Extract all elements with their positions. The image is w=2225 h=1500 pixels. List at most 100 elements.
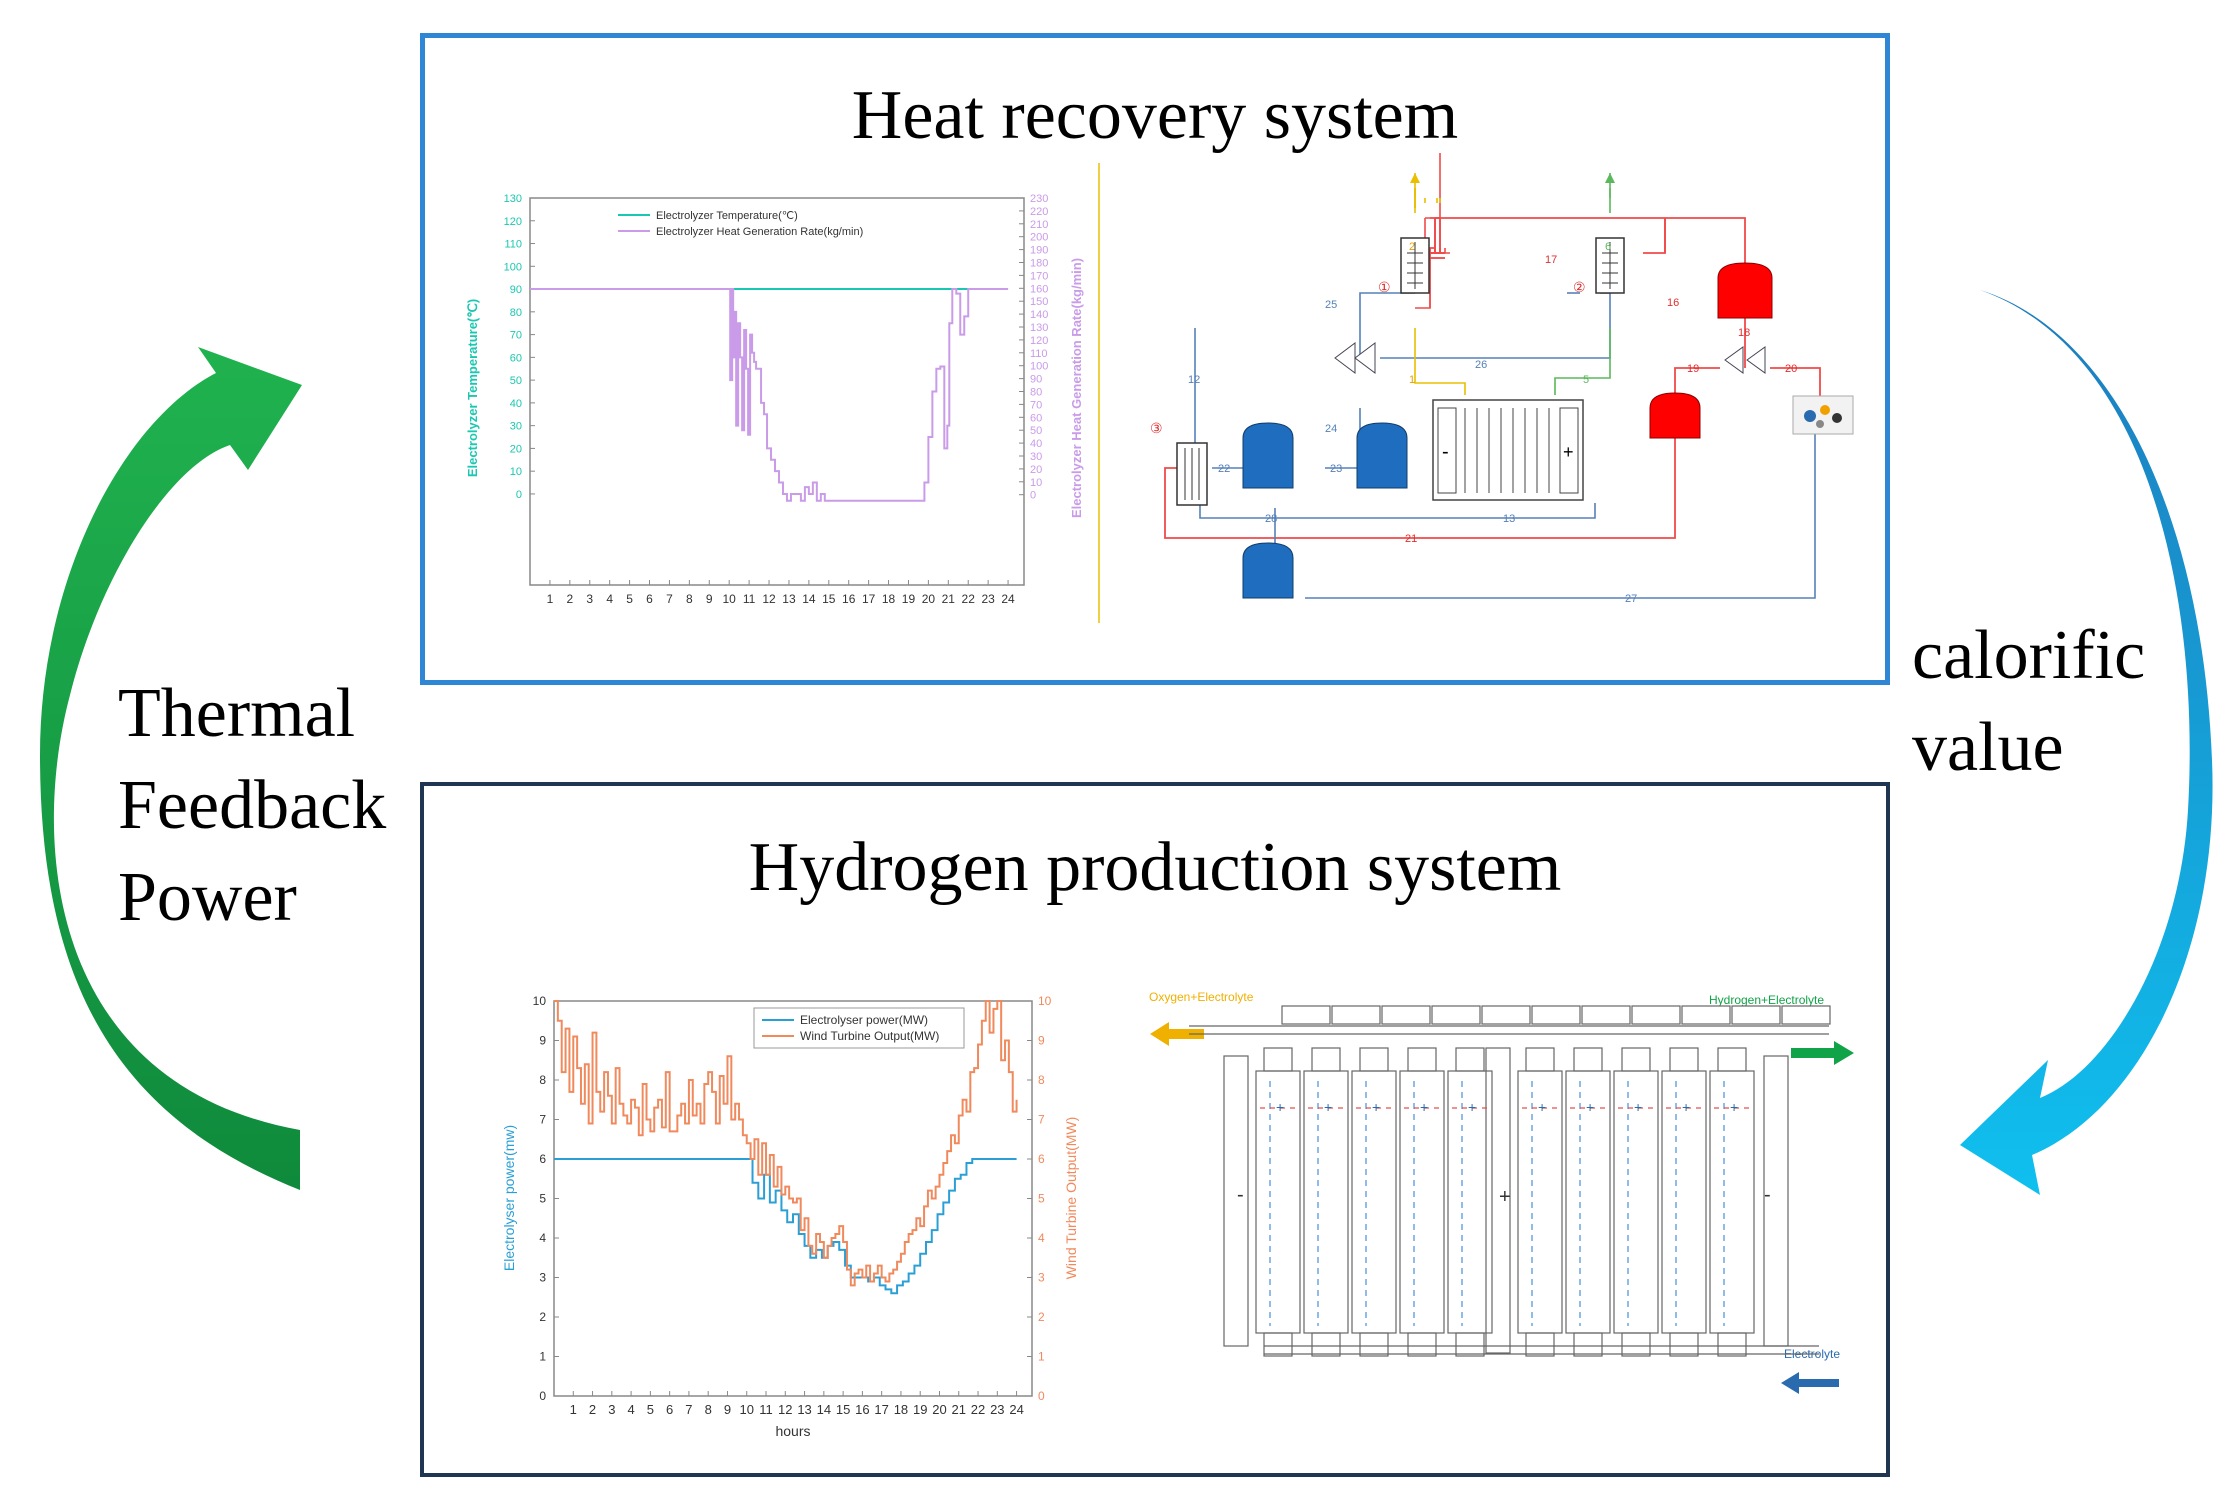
y2-tick-label: 190: [1030, 245, 1048, 257]
x-tick-label: 15: [836, 1402, 850, 1417]
x-tick-label: 23: [981, 592, 995, 606]
y2-tick-label: 90: [1030, 374, 1042, 386]
chart2-ylabel: Electrolyser power(mw): [501, 1125, 517, 1271]
y2-tick-label: 2: [1038, 1310, 1045, 1324]
cell-top-cap: [1621, 1047, 1651, 1072]
cell-plus-sign: +: [1730, 1099, 1738, 1115]
stream-26: 26: [1475, 359, 1487, 371]
end-plate-left: [1223, 1055, 1249, 1347]
y2-tick-label: 210: [1030, 219, 1048, 231]
y-tick-label: 20: [510, 443, 522, 455]
x-tick-label: 17: [874, 1402, 888, 1417]
x-tick-label: 20: [932, 1402, 946, 1417]
chart1-y2label: Electrolyzer Heat Generation Rate(kg/min…: [1069, 258, 1084, 518]
end-plate-right: [1763, 1055, 1789, 1347]
chart1-ylabel: Electrolyzer Temperature(℃): [465, 299, 480, 477]
y2-tick-label: 4: [1038, 1231, 1045, 1245]
stream-18: 18: [1738, 327, 1750, 339]
x-tick-label: 10: [740, 1402, 754, 1417]
cell-bottom-cap: [1359, 1332, 1389, 1357]
flowsheet-minus: -: [1442, 441, 1449, 463]
electrolyte-inlet-arrow: [1781, 1372, 1839, 1394]
cell-plus-sign: +: [1276, 1099, 1284, 1115]
y2-tick-label: 100: [1030, 361, 1048, 373]
center-plate: [1485, 1047, 1511, 1354]
flowsheet-electrolyzer: - +: [1432, 399, 1584, 501]
x-tick-label: 20: [922, 592, 936, 606]
cell-plus-sign: +: [1324, 1099, 1332, 1115]
x-tick-label: 3: [608, 1402, 615, 1417]
cell-top-cap: [1525, 1047, 1555, 1072]
y-tick-label: 6: [539, 1152, 546, 1166]
y2-tick-label: 130: [1030, 322, 1048, 334]
valve-left: [1334, 342, 1376, 374]
cell-top-cap: [1717, 1047, 1747, 1072]
electrolyser-stack-diagram: Oxygen+Electrolyte Hydrogen+Electrolyte …: [1149, 990, 1854, 1394]
y2-tick-label: 110: [1030, 348, 1048, 360]
y-tick-label: 90: [510, 284, 522, 296]
y-tick-label: 100: [504, 261, 522, 273]
manifold-top: [1781, 1005, 1831, 1025]
y2-tick-label: 60: [1030, 412, 1042, 424]
heat-exchanger-1: [1400, 237, 1430, 294]
chart2-xlabel: hours: [775, 1423, 810, 1439]
y-tick-label: 10: [533, 994, 547, 1008]
x-tick-label: 22: [971, 1402, 985, 1417]
oxygen-label: Oxygen+Electrolyte: [1149, 990, 1254, 1004]
stream-17: 17: [1545, 254, 1557, 266]
cell-top-cap: [1669, 1047, 1699, 1072]
x-tick-label: 8: [686, 592, 693, 606]
x-tick-label: 3: [586, 592, 593, 606]
x-tick-label: 4: [606, 592, 613, 606]
right-label-line-2: value: [1912, 709, 2064, 786]
stream-13: 13: [1503, 513, 1515, 525]
cell-bottom-cap: [1525, 1332, 1555, 1357]
y-tick-label: 10: [510, 466, 522, 478]
y2-tick-label: 5: [1038, 1192, 1045, 1206]
y2-tick-label: 170: [1030, 270, 1048, 282]
x-tick-label: 17: [862, 592, 876, 606]
stream-25: 25: [1325, 299, 1337, 311]
legend-label: Electrolyzer Temperature(℃): [656, 210, 798, 222]
stream-23: 23: [1330, 463, 1342, 475]
cell-top-cap: [1573, 1047, 1603, 1072]
y2-tick-label: 160: [1030, 283, 1048, 295]
x-tick-label: 1: [547, 592, 554, 606]
manifold-top: [1731, 1005, 1781, 1025]
y-tick-label: 80: [510, 307, 522, 319]
tank-blue-3: [1242, 542, 1294, 599]
unit-marker-2: ②: [1573, 279, 1586, 295]
x-tick-label: 14: [817, 1402, 831, 1417]
cell-bottom-cap: [1717, 1332, 1747, 1357]
x-tick-label: 22: [962, 592, 976, 606]
y2-tick-label: 10: [1030, 477, 1042, 489]
x-tick-label: 10: [723, 592, 737, 606]
series-line-2: [554, 1000, 1018, 1287]
stream-20: 20: [1785, 363, 1797, 375]
cell-plus-sign: +: [1468, 1099, 1476, 1115]
cell-bottom-cap: [1263, 1332, 1293, 1357]
x-tick-label: 11: [743, 592, 756, 606]
manifold-top: [1531, 1005, 1581, 1025]
x-tick-label: 6: [666, 1402, 673, 1417]
manifold-top: [1581, 1005, 1631, 1025]
manifold-top: [1481, 1005, 1531, 1025]
y2-tick-label: 50: [1030, 425, 1042, 437]
y-tick-label: 60: [510, 352, 522, 364]
y2-tick-label: 6: [1038, 1152, 1045, 1166]
cell-plus-sign: +: [1634, 1099, 1642, 1115]
y-tick-label: 120: [504, 216, 522, 228]
cell-top-cap: [1359, 1047, 1389, 1072]
y-tick-label: 1: [539, 1350, 546, 1364]
stream-12: 12: [1188, 374, 1200, 386]
y-tick-label: 70: [510, 330, 522, 342]
x-tick-label: 11: [759, 1402, 773, 1417]
x-tick-label: 21: [952, 1402, 966, 1417]
x-tick-label: 18: [882, 592, 896, 606]
x-tick-label: 9: [706, 592, 713, 606]
calorific-value-label: calorific value: [1912, 610, 2145, 794]
stream-5: 5: [1583, 374, 1589, 386]
cell-plus-sign: +: [1372, 1099, 1380, 1115]
x-tick-label: 16: [842, 592, 856, 606]
